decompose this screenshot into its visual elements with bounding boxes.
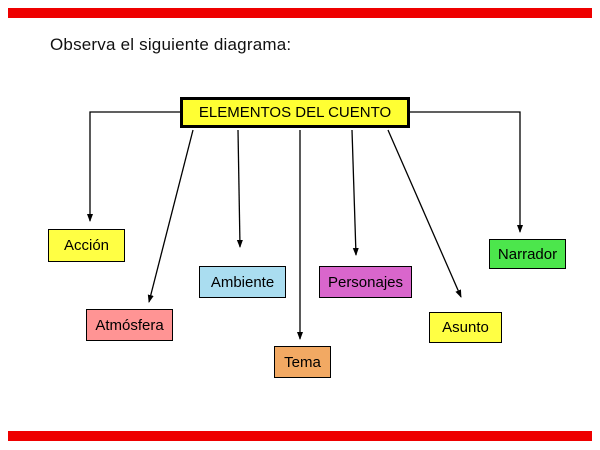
top-accent-bar bbox=[8, 8, 592, 18]
root-node-elementos-del-cuento: ELEMENTOS DEL CUENTO bbox=[180, 97, 410, 128]
node-accion: Acción bbox=[48, 229, 125, 262]
arrow-to-atmosfera bbox=[147, 129, 194, 303]
bottom-accent-bar bbox=[8, 431, 592, 441]
node-atmosfera: Atmósfera bbox=[86, 309, 173, 341]
arrow-to-ambiente bbox=[236, 129, 243, 248]
arrow-to-personajes bbox=[351, 129, 359, 256]
node-asunto: Asunto bbox=[429, 312, 502, 343]
node-personajes: Personajes bbox=[319, 266, 412, 298]
node-tema: Tema bbox=[274, 346, 331, 378]
arrow-to-narrador bbox=[410, 111, 523, 233]
arrow-to-accion bbox=[87, 111, 180, 222]
node-narrador: Narrador bbox=[489, 239, 566, 269]
slide-title: Observa el siguiente diagrama: bbox=[50, 35, 292, 54]
node-ambiente: Ambiente bbox=[199, 266, 286, 298]
